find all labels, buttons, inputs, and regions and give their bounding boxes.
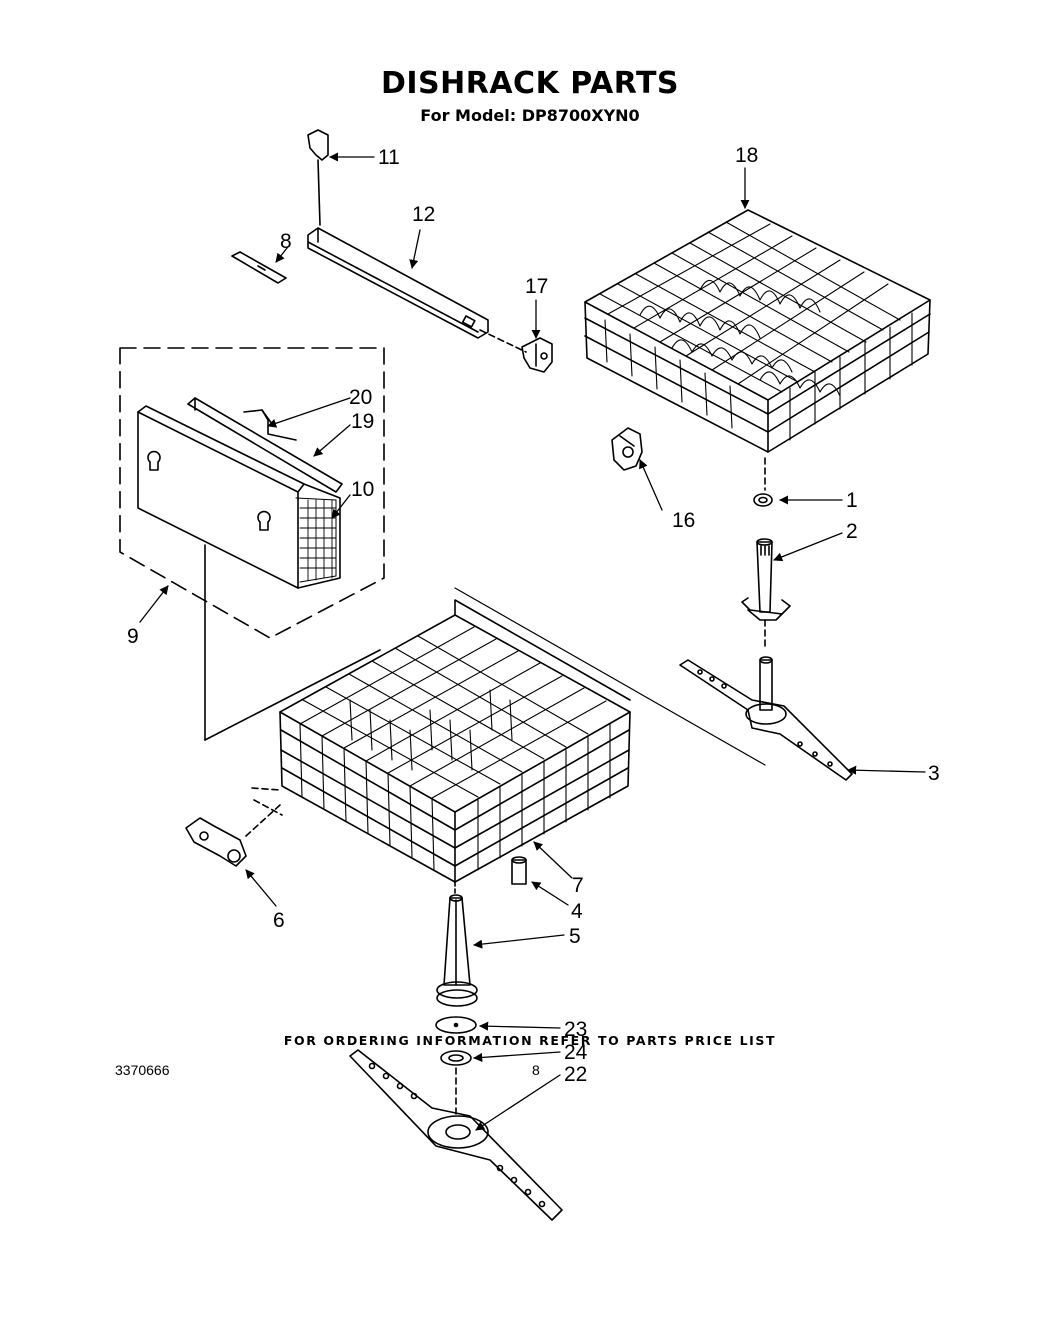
part-5-lower-spray-tube <box>436 881 478 1007</box>
page-number: 8 <box>532 1062 540 1078</box>
callout-19: 19 <box>351 410 374 433</box>
leader-basket-to-rack <box>204 649 381 741</box>
callout-11: 11 <box>378 146 400 169</box>
callout-23: 23 <box>564 1018 587 1041</box>
callout-5: 5 <box>569 925 581 948</box>
ordering-info-footer: FOR ORDERING INFORMATION REFER TO PARTS … <box>283 1033 777 1048</box>
callout-22: 22 <box>564 1063 587 1086</box>
part-12-rack-rail <box>307 227 489 339</box>
part-18-upper-rack <box>584 209 931 453</box>
callout-16: 16 <box>672 509 695 532</box>
callout-3: 3 <box>928 762 940 785</box>
part-16-rack-adjuster <box>611 427 643 471</box>
part-11-rack-clip <box>307 129 329 226</box>
document-number: 3370666 <box>115 1062 170 1078</box>
part-1-washer <box>753 493 773 507</box>
part-23-gasket <box>435 1016 477 1034</box>
callout-7: 7 <box>572 874 584 897</box>
part-2-spray-tube <box>741 538 791 651</box>
part-9-silverware-basket <box>119 347 385 741</box>
part-7-lower-rack <box>279 587 766 883</box>
part-19-basket-handle <box>187 397 343 493</box>
callout-9: 9 <box>127 625 139 648</box>
callout-17: 17 <box>525 275 548 298</box>
page-title: DISHRACK PARTS <box>380 66 680 101</box>
callout-6: 6 <box>273 909 285 932</box>
model-subtitle: For Model: DP8700XYN0 <box>420 106 640 125</box>
callout-leaders <box>139 152 926 1131</box>
part-24-washer <box>440 1050 472 1066</box>
callout-4: 4 <box>571 900 583 923</box>
callout-10: 10 <box>351 478 374 501</box>
callout-24: 24 <box>564 1041 588 1064</box>
callout-8: 8 <box>280 230 292 253</box>
part-3-spray-arm <box>679 656 853 781</box>
callout-2: 2 <box>846 520 858 543</box>
part-17-end-cap <box>479 329 553 373</box>
callout-18: 18 <box>735 144 758 167</box>
part-6-rack-roller <box>185 787 283 867</box>
part-8-stop <box>231 251 287 284</box>
callout-1: 1 <box>846 489 858 512</box>
part-4-tube <box>511 856 527 885</box>
callout-20: 20 <box>349 386 372 409</box>
part-22-lower-spray-arm <box>349 1049 563 1221</box>
callout-12: 12 <box>412 203 435 226</box>
